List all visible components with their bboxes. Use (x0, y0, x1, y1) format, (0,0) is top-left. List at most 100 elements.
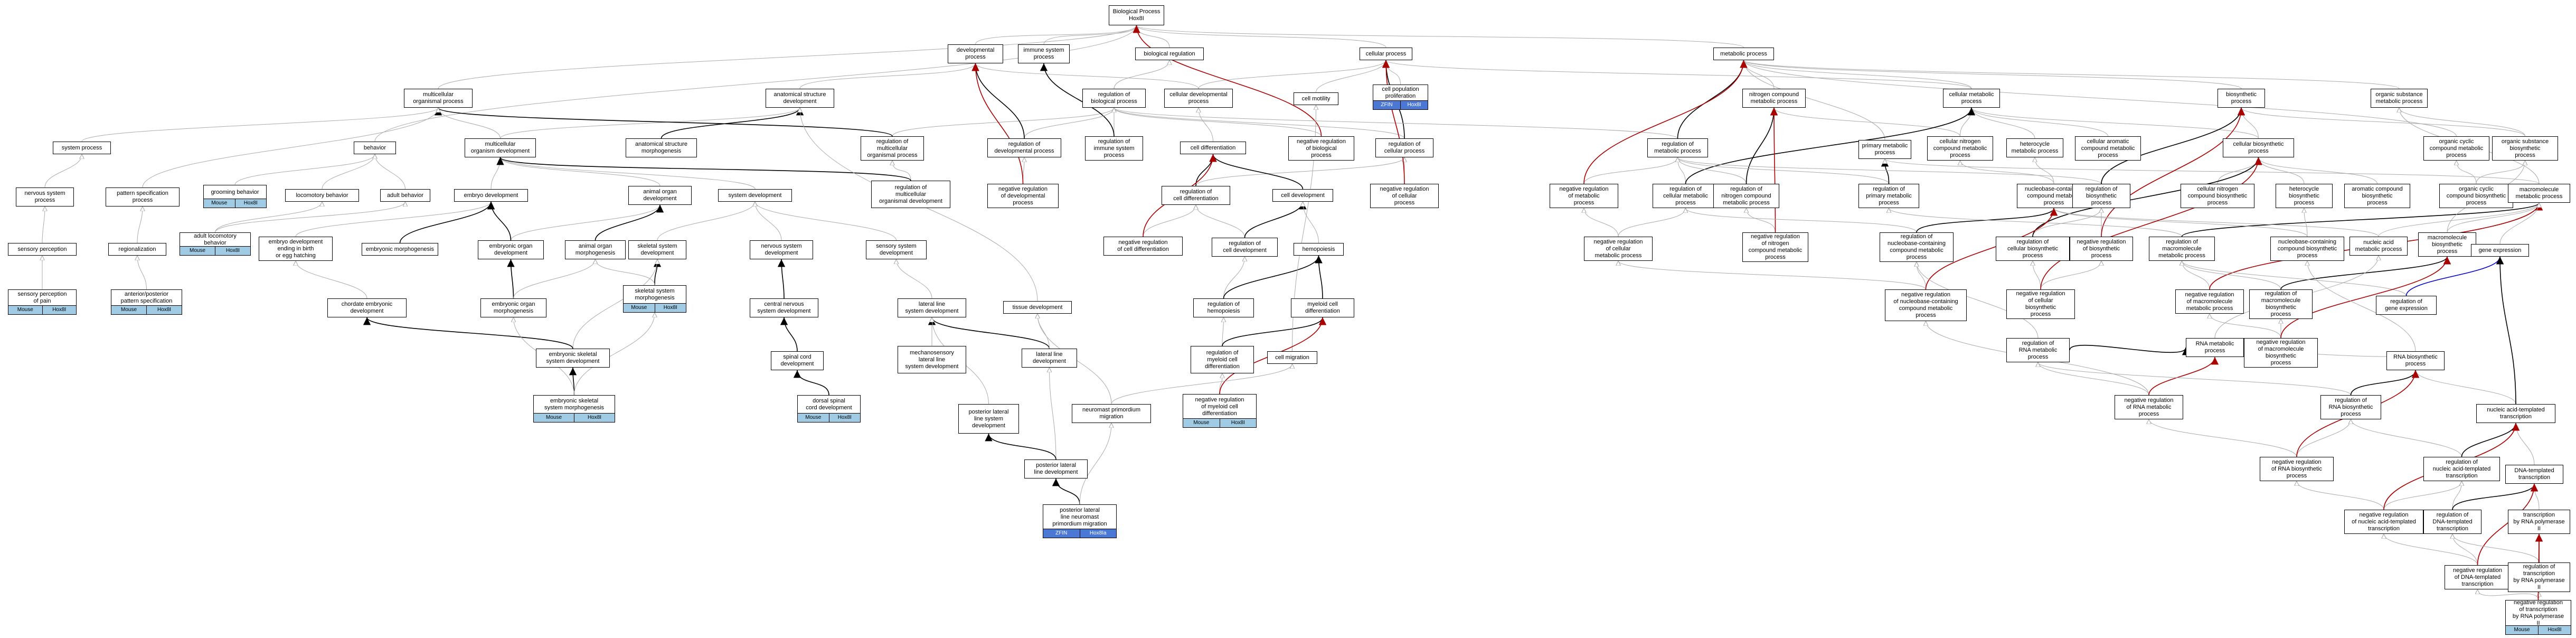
go-term-node[interactable]: biosynthetic process (2218, 89, 2265, 108)
go-term-node[interactable]: regionalization (108, 243, 166, 256)
go-term-node[interactable]: negative regulation of cell differentiat… (1103, 237, 1183, 256)
go-term-node[interactable]: nervous system development (750, 240, 813, 259)
source-badge[interactable]: Mouse (204, 199, 235, 208)
go-term-node[interactable]: multicellular organism development (465, 138, 536, 157)
go-term-node[interactable]: regulation of cellular metabolic process (1653, 184, 1719, 208)
go-term-node[interactable]: negative regulation of myeloid cell diff… (1183, 394, 1257, 428)
go-term-node[interactable]: system development (718, 189, 792, 202)
go-term-node[interactable]: gene expression (2471, 244, 2529, 257)
go-term-node[interactable]: animal organ development (628, 186, 692, 205)
go-term-node[interactable]: regulation of macromolecule biosynthetic… (2249, 289, 2313, 319)
go-term-node[interactable]: embryonic skeletal system development (536, 349, 610, 368)
go-term-node[interactable]: negative regulation of metabolic process (1550, 184, 1618, 208)
go-term-node[interactable]: cellular aromatic compound metabolic pro… (2075, 136, 2141, 161)
go-term-node[interactable]: aromatic compound biosynthetic process (2344, 184, 2410, 208)
go-term-node[interactable]: chordate embryonic development (327, 298, 407, 317)
go-term-node[interactable]: embryonic organ development (478, 240, 544, 259)
gene-badge[interactable]: Hox8Ia (1079, 529, 1116, 538)
go-term-node[interactable]: mechanosensory lateral line system devel… (898, 346, 966, 373)
go-term-node[interactable]: negative regulation of nucleic acid-temp… (2344, 510, 2423, 534)
go-term-node[interactable]: immune system process (1018, 44, 1070, 63)
go-term-node[interactable]: regulation of primary metabolic process (1858, 184, 1919, 208)
go-term-node[interactable]: behavior (354, 142, 396, 154)
gene-badge[interactable]: Hox8I (654, 304, 686, 312)
source-badge[interactable]: Mouse (2506, 626, 2538, 634)
go-term-node[interactable]: DNA-templated transcription (2505, 465, 2563, 484)
go-term-node[interactable]: organic substance metabolic process (2371, 89, 2428, 108)
go-term-node[interactable]: cellular developmental process (1164, 89, 1233, 108)
go-term-node[interactable]: regulation of biological process (1082, 89, 1146, 108)
go-term-node[interactable]: primary metabolic process (1858, 140, 1911, 159)
go-term-node[interactable]: organic cyclic compound metabolic proces… (2423, 136, 2489, 161)
go-term-node[interactable]: negative regulation of cellular biosynth… (2006, 289, 2075, 319)
go-term-node[interactable]: adult behavior (380, 189, 430, 202)
source-badge[interactable]: Mouse (1183, 419, 1220, 427)
go-term-node[interactable]: spinal cord development (771, 351, 824, 370)
go-term-node[interactable]: tissue development (1003, 301, 1072, 314)
go-term-node[interactable]: regulation of hemopoiesis (1193, 298, 1254, 317)
go-term-node[interactable]: regulation of RNA metabolic process (2006, 338, 2070, 362)
go-term-node[interactable]: regulation of nucleic acid-templated tra… (2423, 457, 2500, 481)
go-term-node[interactable]: macromolecule metabolic process (2508, 184, 2570, 203)
go-term-node[interactable]: regulation of DNA-templated transcriptio… (2423, 510, 2481, 534)
go-term-node[interactable]: RNA biosynthetic process (2386, 351, 2445, 370)
go-term-node[interactable]: nucleic acid-templated transcription (2476, 404, 2555, 423)
go-term-node[interactable]: sensory system development (866, 240, 927, 259)
go-term-node[interactable]: cell development (1272, 189, 1333, 202)
source-badge[interactable]: Mouse (534, 414, 574, 422)
go-term-node[interactable]: nervous system process (16, 187, 74, 207)
gene-badge[interactable]: Hox8I (574, 414, 615, 422)
go-term-node[interactable]: heterocycle metabolic process (2006, 138, 2063, 157)
go-term-node[interactable]: locomotory behavior (285, 189, 359, 202)
go-term-node[interactable]: nitrogen compound metabolic process (1742, 89, 1806, 108)
go-term-node[interactable]: regulation of nitrogen compound metaboli… (1713, 184, 1779, 208)
go-term-node[interactable]: cellular process (1360, 48, 1412, 60)
go-term-node[interactable]: regulation of biosynthetic process (2072, 184, 2130, 208)
go-term-node[interactable]: cellular biosynthetic process (2223, 138, 2294, 157)
go-term-node[interactable]: negative regulation of macromolecule met… (2175, 289, 2244, 314)
go-term-node[interactable]: regulation of metabolic process (1647, 138, 1708, 157)
go-term-node[interactable]: pattern specification process (106, 187, 180, 207)
gene-badge[interactable]: Hox8I (2538, 626, 2571, 634)
go-term-node[interactable]: negative regulation of biological proces… (1288, 136, 1354, 161)
gene-badge[interactable]: Hox8I (1219, 419, 1256, 427)
go-term-node[interactable]: regulation of myeloid cell differentiati… (1191, 346, 1254, 373)
go-term-node[interactable]: system process (53, 142, 111, 154)
go-term-node[interactable]: cellular nitrogen compound metabolic pro… (1927, 136, 1993, 161)
go-term-node[interactable]: myeloid cell differentiation (1291, 298, 1354, 317)
go-term-node[interactable]: negative regulation of biosynthetic proc… (2070, 237, 2133, 261)
go-term-node[interactable]: regulation of nucleobase-containing comp… (1880, 232, 1954, 262)
go-term-node[interactable]: regulation of RNA biosynthetic process (2320, 395, 2381, 419)
source-badge[interactable]: Mouse (624, 304, 655, 312)
go-term-node[interactable]: cell migration (1267, 351, 1317, 364)
go-term-node[interactable]: negative regulation of macromolecule bio… (2244, 338, 2318, 368)
go-term-node[interactable]: nucleobase-containing compound biosynthe… (2270, 237, 2344, 261)
gene-badge[interactable]: Hox8I (146, 306, 182, 314)
source-badge[interactable]: Mouse (798, 414, 829, 422)
go-term-node[interactable]: regulation of gene expression (2376, 296, 2437, 315)
go-term-node[interactable]: anterior/posterior pattern specification… (111, 289, 182, 315)
go-term-node[interactable]: organic cyclic compound biosynthetic pro… (2439, 184, 2513, 208)
go-term-node[interactable]: regulation of cell differentiation (1162, 186, 1230, 205)
go-term-node[interactable]: negative regulation of RNA metabolic pro… (2115, 395, 2183, 419)
go-term-node[interactable]: embryo development (454, 189, 528, 202)
go-term-node[interactable]: cellular metabolic process (1943, 89, 2000, 108)
go-term-node[interactable]: embryonic organ morphogenesis (480, 298, 546, 317)
go-term-node[interactable]: anatomical structure morphogenesis (626, 138, 697, 157)
go-term-node[interactable]: regulation of macromolecule metabolic pr… (2149, 237, 2215, 261)
go-term-node[interactable]: metabolic process (1713, 48, 1774, 60)
go-term-node[interactable]: regulation of developmental process (987, 138, 1061, 157)
go-term-node[interactable]: lateral line system development (898, 298, 966, 317)
gene-badge[interactable]: Hox8I (828, 414, 860, 422)
go-term-node[interactable]: negative regulation of DNA-templated tra… (2445, 565, 2511, 589)
go-term-node[interactable]: posterior lateral line system developmen… (958, 404, 1019, 434)
go-term-node[interactable]: posterior lateral line neuromast primord… (1043, 504, 1117, 538)
go-term-node[interactable]: regulation of multicellular organismal p… (861, 136, 924, 161)
go-term-node[interactable]: RNA metabolic process (2186, 338, 2244, 357)
go-term-node[interactable]: Biological Process Hox8I (1109, 5, 1164, 25)
